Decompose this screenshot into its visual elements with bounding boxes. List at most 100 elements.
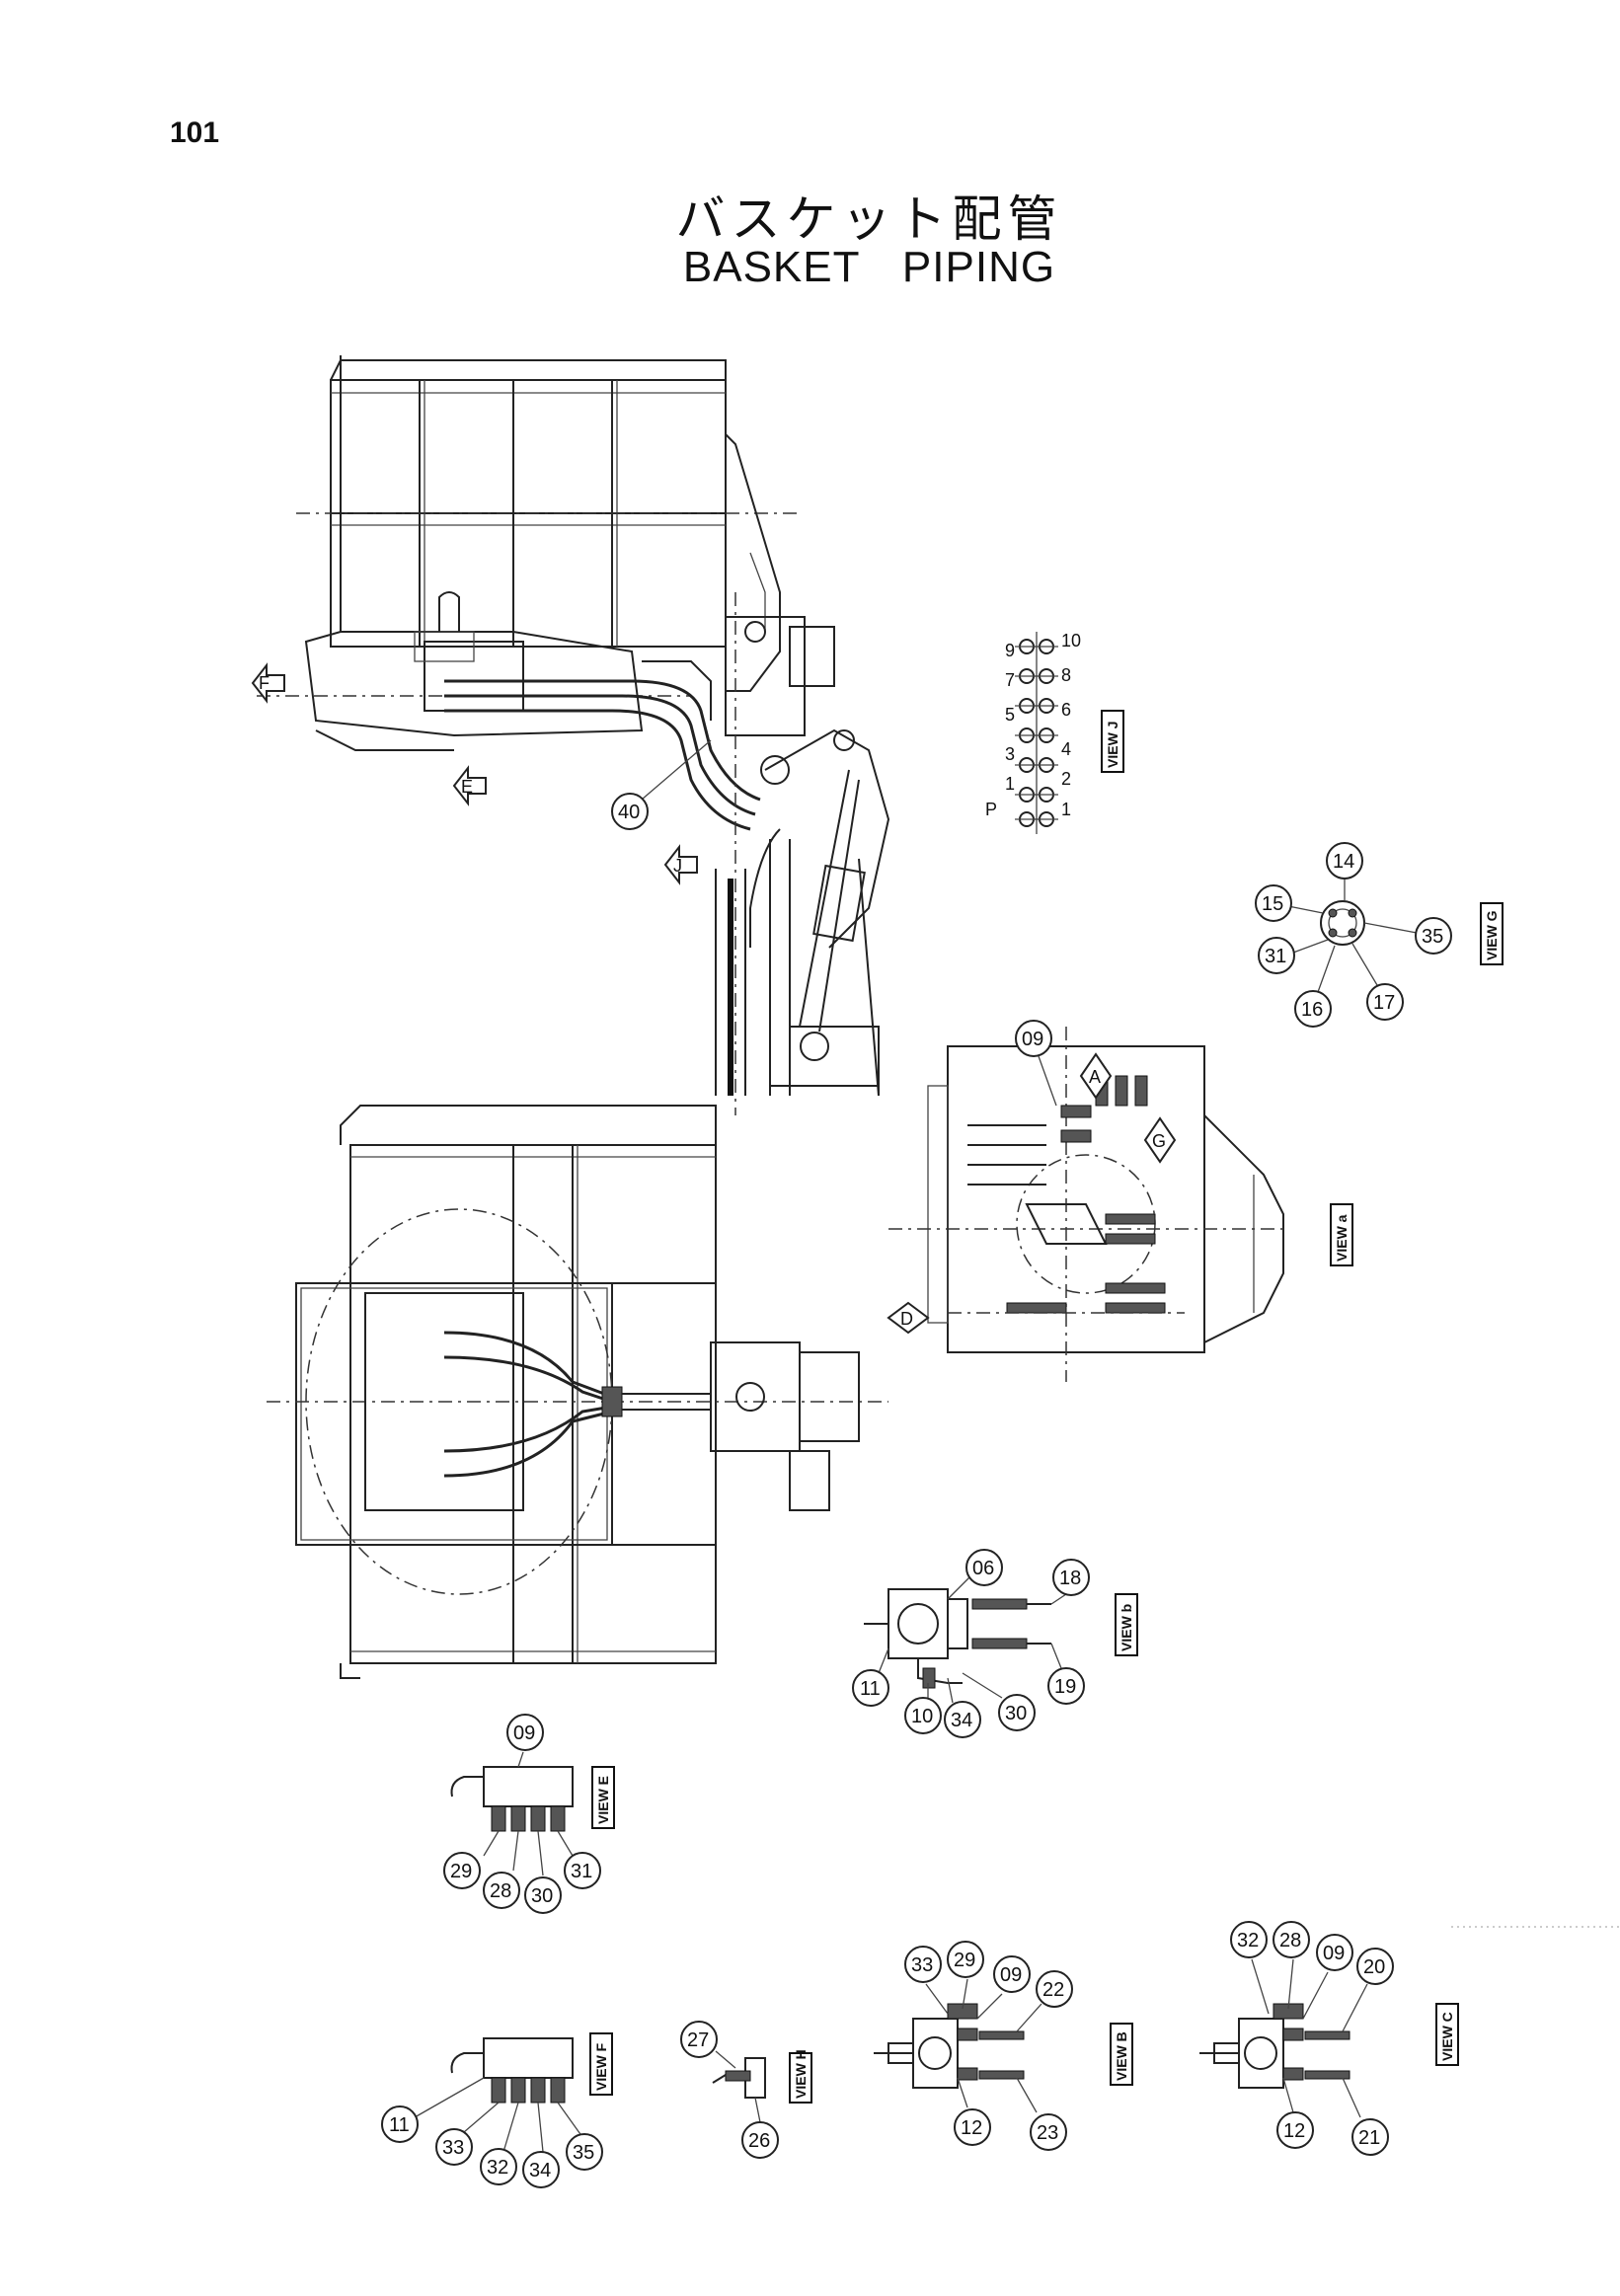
page-number: 101 — [170, 116, 220, 149]
callout-09-c: 09 — [1316, 1934, 1353, 1971]
callout-35-f: 35 — [566, 2133, 603, 2171]
svg-text:4: 4 — [1061, 739, 1071, 759]
view-f-tag: VIEW F — [589, 2032, 613, 2096]
svg-text:D: D — [900, 1309, 913, 1329]
svg-text:1: 1 — [1005, 774, 1015, 794]
callout-09-a: 09 — [1015, 1020, 1052, 1057]
view-h-fitting — [712, 2050, 766, 2123]
view-j-tag: VIEW J — [1101, 710, 1124, 773]
svg-text:7: 7 — [1005, 670, 1015, 690]
view-arrow-e: E — [452, 765, 487, 806]
callout-30-b: 30 — [998, 1694, 1036, 1731]
svg-text:8: 8 — [1061, 665, 1071, 685]
view-b-upper-valve — [874, 1978, 1042, 2113]
svg-text:35: 35 — [1422, 926, 1443, 948]
svg-text:G: G — [1152, 1131, 1166, 1151]
callout-06: 06 — [965, 1549, 1003, 1586]
view-b-upper-tag: VIEW B — [1110, 2023, 1133, 2086]
svg-text:09: 09 — [1022, 1029, 1043, 1050]
title-english: BASKET PIPING — [682, 243, 1056, 291]
callout-18: 18 — [1052, 1559, 1090, 1596]
callout-32-c: 32 — [1230, 1921, 1268, 1958]
view-b-valve — [864, 1573, 1067, 1704]
svg-text:29: 29 — [450, 1861, 472, 1882]
callout-15: 15 — [1255, 884, 1292, 922]
view-arrow-j: J — [663, 844, 698, 885]
callout-40: 40 — [611, 793, 649, 830]
view-arrow-g: G — [1143, 1116, 1177, 1164]
svg-text:34: 34 — [529, 2160, 551, 2181]
view-j-pin-diagram: P 1 3 5 7 9 1 2 4 6 8 10 — [985, 631, 1081, 834]
callout-34-b: 34 — [944, 1701, 981, 1738]
svg-text:3: 3 — [1005, 744, 1015, 764]
svg-text:29: 29 — [954, 1950, 975, 1971]
view-h-tag: VIEW H — [789, 2049, 812, 2104]
svg-text:28: 28 — [1279, 1930, 1301, 1952]
svg-text:P: P — [985, 800, 997, 819]
svg-text:VIEW C: VIEW C — [1439, 2012, 1455, 2061]
svg-text:19: 19 — [1054, 1676, 1076, 1698]
callout-35-g: 35 — [1415, 917, 1452, 955]
svg-text:VIEW G: VIEW G — [1484, 910, 1500, 960]
view-g-tag: VIEW G — [1480, 902, 1504, 965]
callout-11-f: 11 — [381, 2105, 419, 2143]
svg-text:26: 26 — [748, 2130, 770, 2152]
svg-text:23: 23 — [1037, 2122, 1058, 2144]
callout-30-e: 30 — [524, 1876, 562, 1914]
callout-10: 10 — [904, 1697, 942, 1734]
svg-text:21: 21 — [1358, 2127, 1380, 2149]
callout-28-e: 28 — [483, 1872, 520, 1909]
svg-text:27: 27 — [687, 2029, 709, 2051]
svg-text:J: J — [673, 856, 682, 876]
svg-text:31: 31 — [1265, 946, 1286, 967]
svg-text:10: 10 — [1061, 631, 1081, 651]
svg-text:VIEW E: VIEW E — [595, 1776, 611, 1824]
callout-12-b: 12 — [954, 2108, 991, 2146]
svg-text:09: 09 — [513, 1722, 535, 1744]
svg-text:VIEW B: VIEW B — [1114, 2031, 1129, 2081]
svg-text:F: F — [259, 673, 270, 693]
view-f-manifold — [414, 2037, 583, 2153]
callout-21: 21 — [1351, 2118, 1389, 2156]
svg-text:A: A — [1089, 1067, 1101, 1087]
svg-text:2: 2 — [1061, 769, 1071, 789]
callout-14: 14 — [1326, 842, 1363, 880]
view-c-valve — [1199, 1958, 1368, 2118]
callout-33-f: 33 — [435, 2128, 473, 2166]
svg-text:40: 40 — [618, 802, 640, 823]
view-e-tag: VIEW E — [591, 1766, 615, 1829]
svg-text:9: 9 — [1005, 641, 1015, 660]
svg-text:VIEW a: VIEW a — [1334, 1214, 1350, 1262]
callout-09-b: 09 — [993, 1955, 1031, 1993]
callout-26: 26 — [741, 2121, 779, 2159]
callout-17: 17 — [1366, 983, 1404, 1021]
callout-31-e: 31 — [564, 1852, 601, 1889]
view-arrow-a: A — [1079, 1052, 1113, 1100]
callout-28-c: 28 — [1273, 1921, 1310, 1958]
svg-text:VIEW H: VIEW H — [793, 2049, 809, 2099]
callout-32-f: 32 — [480, 2148, 517, 2185]
svg-text:20: 20 — [1363, 1956, 1385, 1978]
callout-19: 19 — [1047, 1667, 1085, 1705]
svg-text:VIEW J: VIEW J — [1105, 722, 1120, 768]
svg-text:32: 32 — [1237, 1930, 1259, 1952]
svg-text:16: 16 — [1301, 999, 1323, 1021]
svg-text:1: 1 — [1061, 800, 1071, 819]
svg-text:12: 12 — [1283, 2120, 1305, 2142]
view-b-tag: VIEW b — [1115, 1593, 1138, 1656]
svg-text:E: E — [461, 777, 473, 797]
svg-text:VIEW b: VIEW b — [1119, 1604, 1134, 1651]
view-g-connector — [1287, 879, 1418, 993]
svg-text:15: 15 — [1262, 893, 1283, 915]
svg-text:VIEW F: VIEW F — [593, 2042, 609, 2091]
svg-text:09: 09 — [1000, 1964, 1022, 1986]
svg-text:35: 35 — [573, 2142, 594, 2164]
callout-27: 27 — [680, 2021, 718, 2058]
view-arrow-d: D — [887, 1301, 930, 1335]
callout-12-c: 12 — [1276, 2111, 1314, 2149]
svg-text:12: 12 — [961, 2117, 982, 2139]
svg-text:14: 14 — [1333, 851, 1354, 873]
view-a-control-box — [888, 1027, 1284, 1382]
svg-text:5: 5 — [1005, 705, 1015, 725]
